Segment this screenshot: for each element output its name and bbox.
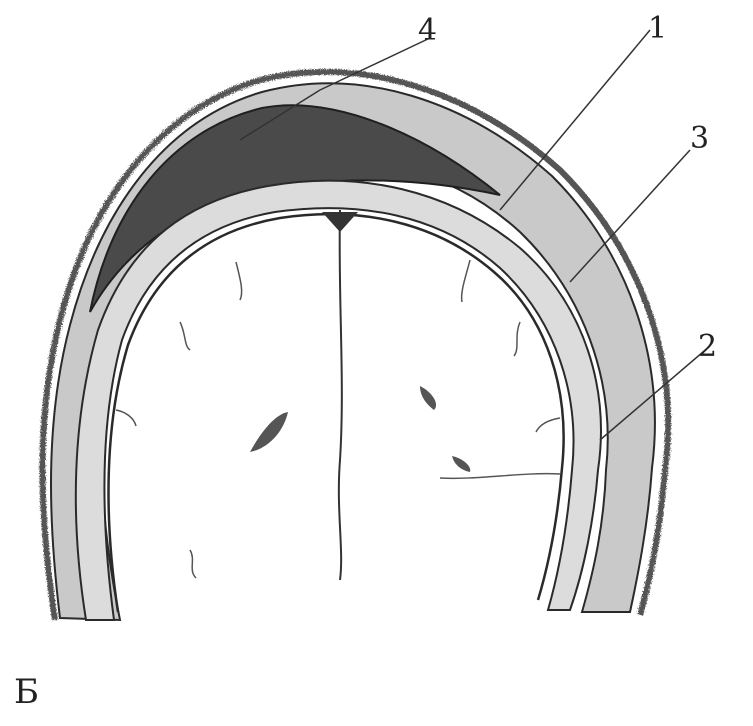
panel-letter: Б [14, 672, 39, 712]
label-3: 3 [690, 121, 709, 156]
brain-surface [109, 214, 564, 612]
label-4: 4 [418, 13, 437, 48]
right-ventricle-lower [452, 456, 470, 472]
label-2: 2 [698, 329, 717, 364]
left-ventricle [250, 412, 288, 452]
cortical-vessels [116, 260, 560, 578]
midline-falx [339, 210, 342, 580]
label-1: 1 [648, 11, 667, 46]
dura-mater [76, 181, 601, 620]
right-ventricle [420, 386, 436, 410]
sagittal-sinus [322, 212, 358, 232]
